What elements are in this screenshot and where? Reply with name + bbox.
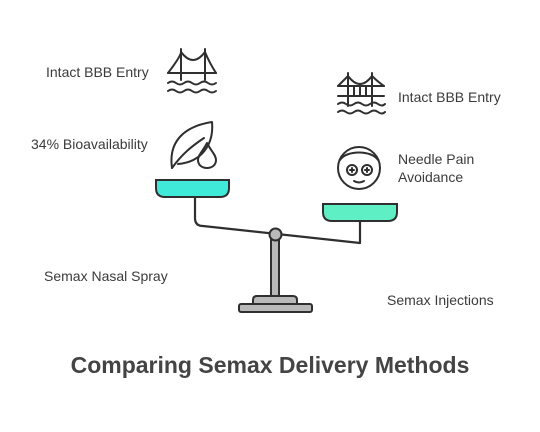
scale-pivot	[268, 227, 283, 242]
right-feature-needle-label: Needle Pain	[398, 151, 475, 167]
scale	[155, 179, 398, 313]
bridge-icon	[337, 72, 386, 115]
bridge-icon	[167, 48, 217, 94]
right-method-label: Semax Injections	[387, 292, 494, 308]
left-feature-bioavailability-label: 34% Bioavailability	[31, 136, 148, 152]
right-feature-needle-label-line2: Avoidance	[398, 169, 464, 185]
left-method-label: Semax Nasal Spray	[44, 268, 168, 284]
scale-base	[238, 303, 313, 313]
scale-column	[270, 236, 280, 299]
right-pan	[322, 203, 398, 222]
diagram-title: Comparing Semax Delivery Methods	[70, 352, 470, 378]
scale-base-top	[252, 295, 298, 304]
leaf-droplet-icon	[170, 121, 217, 169]
left-pan	[155, 179, 230, 198]
left-feature-bbb-label: Intact BBB Entry	[46, 64, 149, 80]
right-feature-bbb-label: Intact BBB Entry	[398, 89, 501, 105]
face-mask-icon	[337, 146, 381, 190]
scale-beam	[193, 194, 362, 245]
